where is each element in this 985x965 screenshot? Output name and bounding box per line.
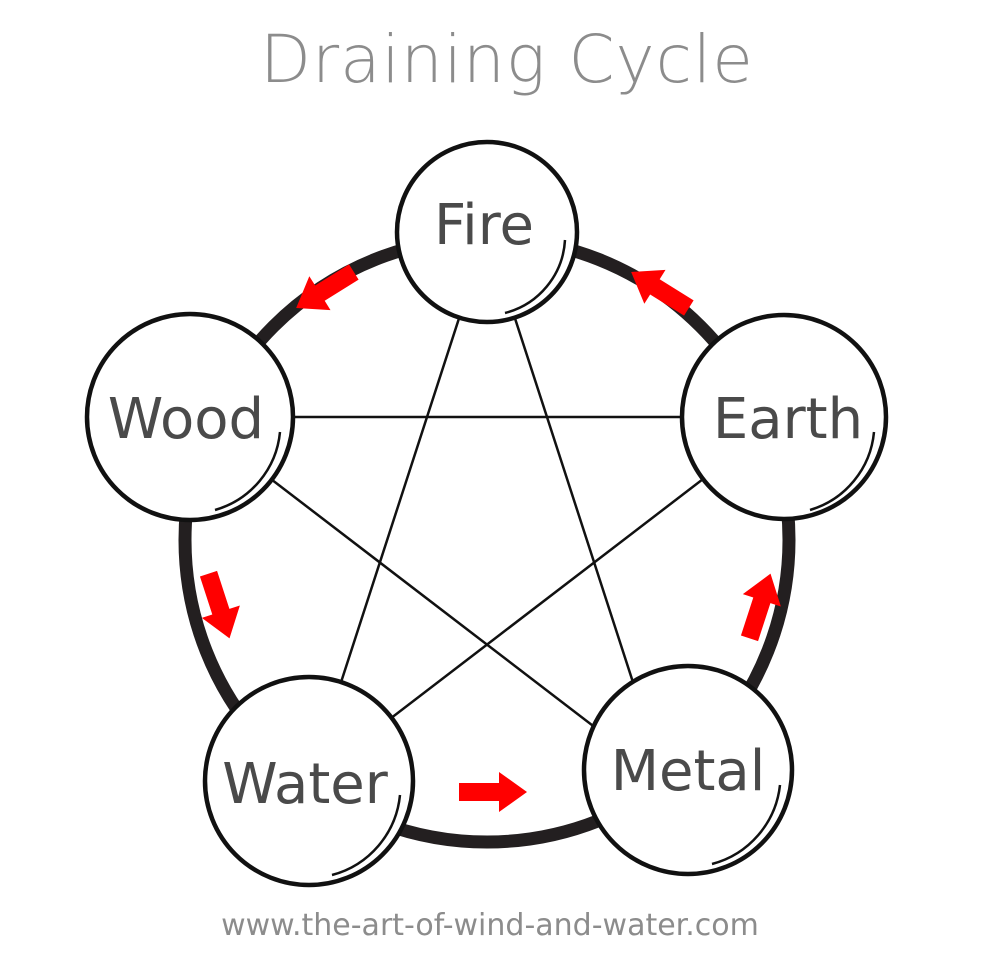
node-water-shadow bbox=[331, 794, 402, 877]
node-fire: Fire bbox=[394, 139, 580, 325]
node-metal: Metal bbox=[581, 663, 795, 877]
node-earth-label: Earth bbox=[713, 387, 863, 452]
cycle-arrows bbox=[199, 264, 781, 812]
arrow-earth-to-fire bbox=[631, 269, 694, 316]
node-earth: Earth bbox=[679, 312, 889, 522]
node-wood-shadow bbox=[214, 431, 282, 512]
node-wood-label: Wood bbox=[108, 387, 264, 452]
footer-url: www.the-art-of-wind-and-water.com bbox=[221, 908, 759, 943]
arrow-metal-to-earth bbox=[740, 573, 781, 642]
arrow-fire-to-wood bbox=[296, 264, 359, 311]
node-metal-shadow bbox=[711, 784, 782, 866]
node-earth-shadow bbox=[809, 431, 876, 512]
arrow-wood-to-water bbox=[199, 570, 240, 639]
node-wood-circle bbox=[84, 311, 296, 523]
node-water-circle bbox=[202, 674, 416, 888]
node-fire-label: Fire bbox=[434, 193, 534, 258]
node-water-label: Water bbox=[222, 752, 389, 817]
arrow-water-to-metal bbox=[459, 772, 527, 812]
node-metal-label: Metal bbox=[611, 739, 766, 804]
node-earth-circle bbox=[679, 312, 889, 522]
node-wood: Wood bbox=[84, 311, 296, 523]
diagram-title: Draining Cycle bbox=[260, 21, 754, 98]
node-metal-circle bbox=[581, 663, 795, 877]
node-fire-circle bbox=[394, 139, 580, 325]
node-water: Water bbox=[202, 674, 416, 888]
node-fire-shadow bbox=[504, 239, 567, 315]
